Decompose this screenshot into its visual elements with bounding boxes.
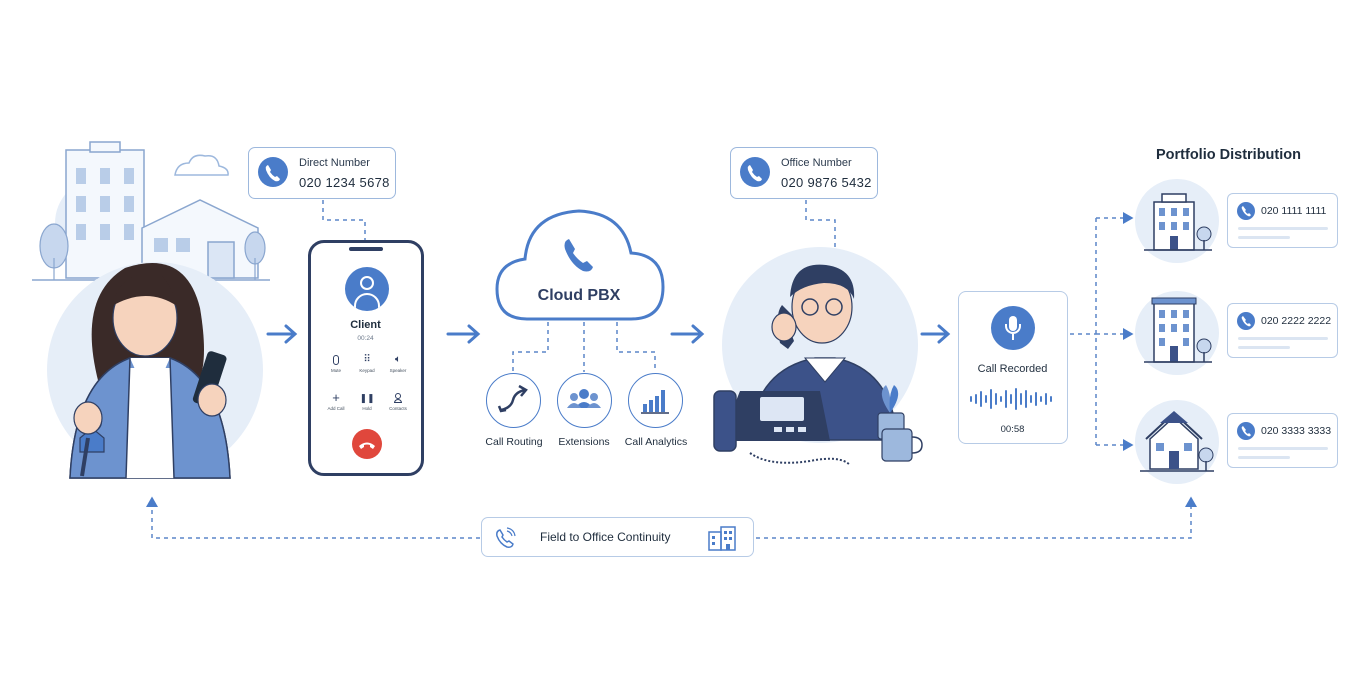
property-house-icon	[1135, 400, 1219, 484]
keypad-button[interactable]: ⠿ Keypad	[352, 354, 382, 374]
cloud-pbx	[495, 209, 665, 321]
mute-button[interactable]: Mute	[321, 355, 351, 373]
desk-phone-icon	[713, 390, 851, 466]
hold-button[interactable]: ❚❚ Hold	[352, 393, 382, 411]
phone-icon	[740, 157, 770, 187]
routing-icon	[497, 384, 528, 413]
call-routing-feature	[486, 373, 541, 428]
property-number-card: 020 3333 3333	[1227, 413, 1338, 468]
hang-up-icon	[359, 442, 375, 449]
property-number-card: 020 1111 1111	[1227, 193, 1338, 248]
call-analytics-feature	[628, 373, 683, 428]
property-number: 020 1111 1111	[1261, 205, 1327, 217]
pause-icon: ❚❚	[359, 393, 375, 403]
continuity-label: Field to Office Continuity	[540, 530, 671, 544]
mug-icon	[881, 428, 923, 462]
phone-icon	[1237, 422, 1255, 440]
property-apartment-icon	[1135, 179, 1219, 263]
cloud-pbx-label: Cloud PBX	[537, 287, 621, 304]
phone-icon	[1237, 312, 1255, 330]
property-building-icon	[1135, 291, 1219, 375]
office-building-icon	[708, 526, 736, 551]
tree-icon	[39, 223, 266, 280]
smartphone-mockup: Client 00:24 Mute ⠿ Keypad 🔈︎ Speaker + …	[308, 240, 424, 476]
phone-icon	[496, 527, 516, 548]
keypad-icon: ⠿	[363, 354, 371, 365]
people-icon	[567, 389, 601, 408]
speaker-button[interactable]: 🔈︎ Speaker	[383, 354, 413, 374]
cloud-icon	[174, 154, 229, 176]
property-number: 020 2222 2222	[1261, 315, 1332, 327]
caller-name: Client	[350, 319, 381, 331]
direct-number-callout: Direct Number 020 1234 5678	[248, 147, 396, 199]
agent-illustration	[32, 141, 270, 479]
call-timer: 00:24	[357, 335, 374, 342]
call-recorded-label: Call Recorded	[977, 363, 1048, 375]
hold-label: Hold	[362, 406, 372, 411]
call-routing-label: Call Routing	[485, 436, 543, 448]
microphone-icon	[991, 306, 1035, 350]
mute-label: Mute	[330, 368, 341, 373]
call-recorded-card: Call Recorded 00:58	[958, 291, 1068, 444]
speaker-label: Speaker	[389, 368, 407, 373]
portfolio-title: Portfolio Distribution	[1156, 147, 1301, 163]
phone-icon	[1237, 202, 1255, 220]
contacts-button[interactable]: Contacts	[383, 393, 413, 411]
add-call-label: Add Call	[327, 406, 345, 411]
callout-label: Direct Number	[299, 157, 370, 169]
extensions-label: Extensions	[558, 436, 610, 448]
speaker-icon: 🔈︎	[395, 354, 401, 365]
keypad-label: Keypad	[359, 368, 375, 373]
callout-number: 020 9876 5432	[781, 175, 872, 190]
contacts-label: Contacts	[389, 406, 407, 411]
extensions-feature	[557, 373, 612, 428]
property-number: 020 3333 3333	[1261, 425, 1332, 437]
recording-duration: 00:58	[1000, 424, 1025, 435]
office-number-callout: Office Number 020 9876 5432	[730, 147, 878, 199]
call-analytics-label: Call Analytics	[624, 436, 688, 448]
contact-icon	[394, 393, 402, 403]
add-call-button[interactable]: + Add Call	[321, 390, 351, 411]
phone-icon	[564, 239, 593, 272]
microphone-icon	[333, 355, 339, 365]
office-agent-illustration	[713, 247, 923, 466]
phone-icon	[258, 157, 288, 187]
bar-chart-icon	[641, 390, 669, 414]
callout-number: 020 1234 5678	[299, 175, 390, 190]
caller-avatar	[345, 267, 389, 311]
callout-label: Office Number	[781, 157, 852, 169]
property-number-card: 020 2222 2222	[1227, 303, 1338, 358]
waveform-icon	[970, 388, 1052, 410]
hang-up-button[interactable]	[352, 429, 382, 459]
plus-icon: +	[332, 390, 340, 405]
continuity-banner: Field to Office Continuity	[481, 517, 754, 557]
house-icon	[141, 199, 259, 279]
